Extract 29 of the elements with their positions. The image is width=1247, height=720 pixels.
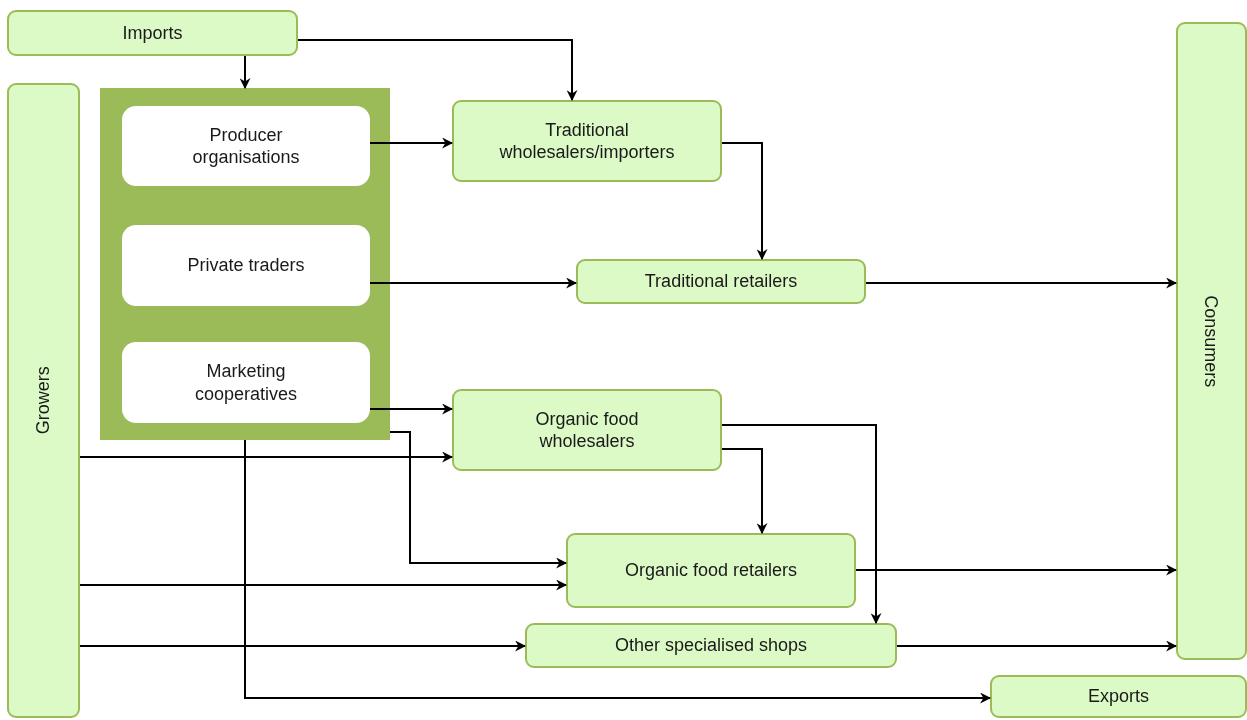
process-box: Other specialised shops: [525, 623, 897, 668]
process-box: Traditional wholesalers/importers: [452, 100, 722, 182]
arrow: [79, 451, 454, 463]
group-panel: [100, 88, 390, 440]
arrow: [239, 55, 251, 90]
process-box: Imports: [7, 10, 298, 56]
arrow: [369, 277, 578, 289]
arrow: [855, 564, 1178, 576]
process-box: Organic food wholesalers: [452, 389, 722, 471]
vertical-box: Growers: [7, 83, 80, 718]
arrow: [389, 431, 568, 569]
process-box: Marketing cooperatives: [122, 342, 370, 423]
arrow: [721, 424, 882, 625]
process-box: Traditional retailers: [576, 259, 866, 304]
arrow: [721, 142, 768, 261]
arrow: [79, 579, 568, 591]
arrow: [721, 448, 768, 535]
vertical-box: Consumers: [1176, 22, 1247, 660]
arrow: [297, 39, 578, 102]
arrow: [896, 640, 1178, 652]
process-box: Private traders: [122, 225, 370, 306]
arrow: [369, 403, 454, 415]
arrow: [369, 137, 454, 149]
process-box: Organic food retailers: [566, 533, 856, 608]
arrow: [244, 439, 992, 704]
arrow: [79, 640, 527, 652]
arrow: [865, 277, 1178, 289]
process-box: Producer organisations: [122, 106, 370, 186]
process-box: Exports: [990, 675, 1247, 718]
